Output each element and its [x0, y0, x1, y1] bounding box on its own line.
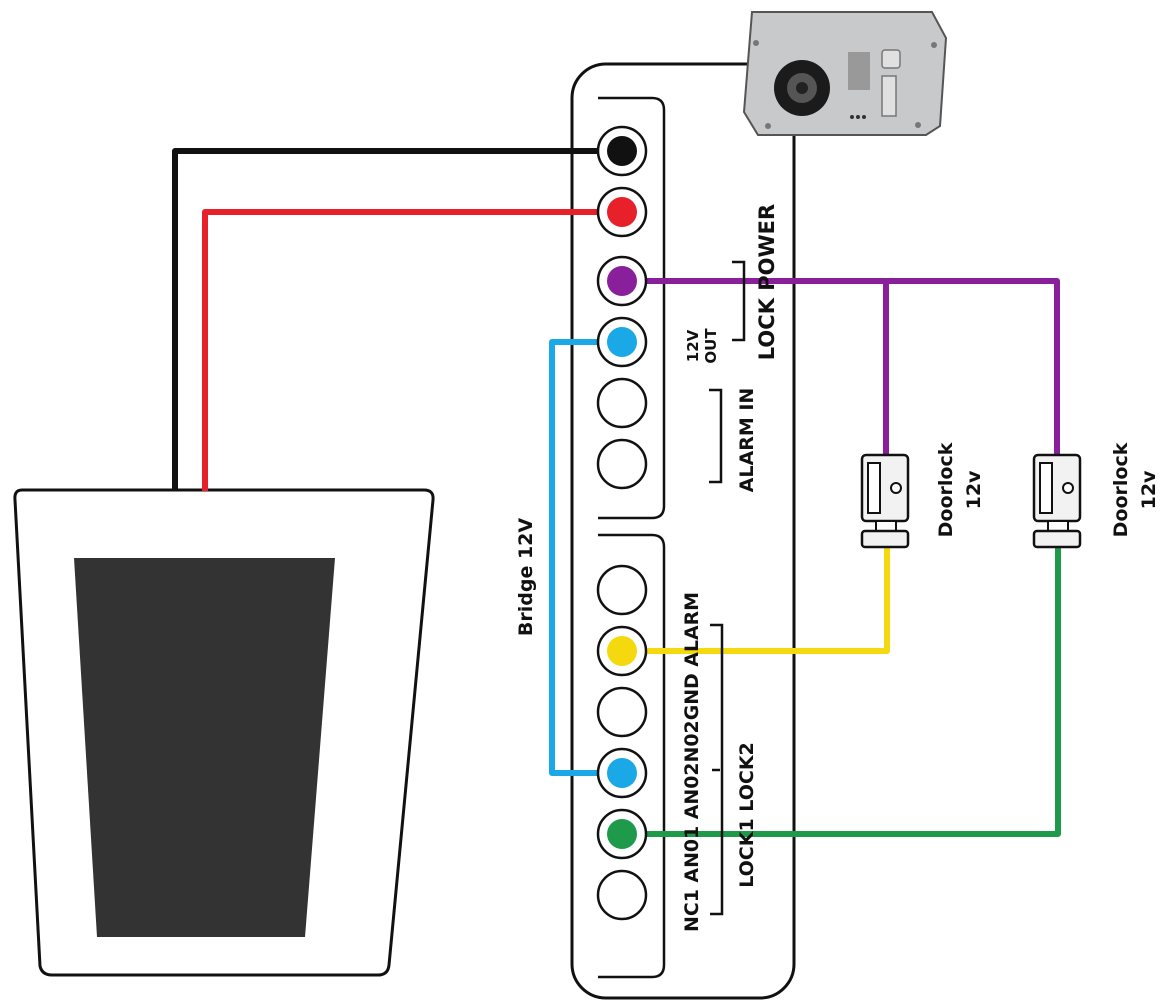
label-lock1-lock2: LOCK1 LOCK2	[736, 742, 758, 888]
terminal-yellow	[596, 625, 648, 677]
speaker-grill-icon	[848, 52, 870, 90]
indoor-monitor	[13, 488, 435, 977]
label-alarm-in: ALARM IN	[736, 388, 758, 493]
terminal-ring	[596, 438, 648, 490]
label-doorlock-1-voltage: 12v	[963, 470, 985, 509]
wire-green	[622, 548, 1061, 837]
terminal-block-lower	[598, 533, 666, 979]
nameplate-icon	[881, 75, 897, 117]
terminal-block-upper	[598, 96, 666, 520]
wire-blue	[549, 339, 620, 776]
terminal-black	[596, 125, 648, 177]
monitor-screen	[74, 558, 335, 937]
camera-screw-icon	[931, 42, 937, 48]
wire-purple	[622, 278, 1060, 455]
label-lock-power: LOCK POWER	[755, 204, 779, 360]
camera-screw-icon	[753, 40, 759, 46]
terminal-blue-2	[596, 747, 648, 799]
wire-black	[172, 148, 620, 491]
outdoor-camera-unit	[742, 11, 948, 136]
call-button-icon	[881, 49, 901, 69]
terminal-empty-1	[596, 377, 648, 429]
terminal-fill	[607, 136, 637, 166]
wires	[172, 148, 1061, 837]
terminal-ring	[596, 869, 648, 921]
wire-red	[202, 209, 620, 491]
bracket-alarm-in	[709, 388, 723, 484]
bracket-lock-group	[710, 623, 724, 916]
label-brackets	[709, 260, 746, 916]
terminal-fill	[607, 327, 637, 357]
terminal-green	[596, 808, 648, 860]
terminal-fill	[607, 636, 637, 666]
terminal-empty-4	[596, 686, 648, 738]
bracket-lock-power	[732, 260, 746, 342]
label-bridge-12v: Bridge 12V	[515, 518, 537, 637]
camera-screw-icon	[765, 123, 771, 129]
label-doorlock-2-voltage: 12v	[1138, 470, 1160, 509]
label-12v: 12V	[684, 329, 702, 362]
label-terminal-names: NC1 AN01 AN02N02GND ALARM	[681, 592, 703, 932]
terminal-blue	[596, 316, 648, 368]
label-doorlock-1-title: Doorlock	[935, 442, 957, 537]
doorlock-2	[1032, 453, 1082, 549]
label-doorlock-2-title: Doorlock	[1110, 442, 1132, 537]
camera-housing	[742, 11, 948, 136]
terminal-empty-5	[596, 869, 648, 921]
terminal-ring	[596, 377, 648, 429]
terminal-empty-2	[596, 438, 648, 490]
terminal-ring	[596, 686, 648, 738]
terminal-fill	[607, 266, 637, 296]
terminal-fill	[607, 819, 637, 849]
label-out: OUT	[702, 328, 720, 364]
terminal-empty-3	[596, 564, 648, 616]
terminal-red	[596, 186, 648, 238]
doorlock-1	[860, 453, 910, 549]
terminal-column	[596, 125, 648, 921]
terminal-purple	[596, 255, 648, 307]
terminal-ring	[596, 564, 648, 616]
camera-screw-icon	[915, 122, 921, 128]
terminal-fill	[607, 758, 637, 788]
terminal-fill	[607, 197, 637, 227]
wire-yellow	[622, 548, 890, 654]
